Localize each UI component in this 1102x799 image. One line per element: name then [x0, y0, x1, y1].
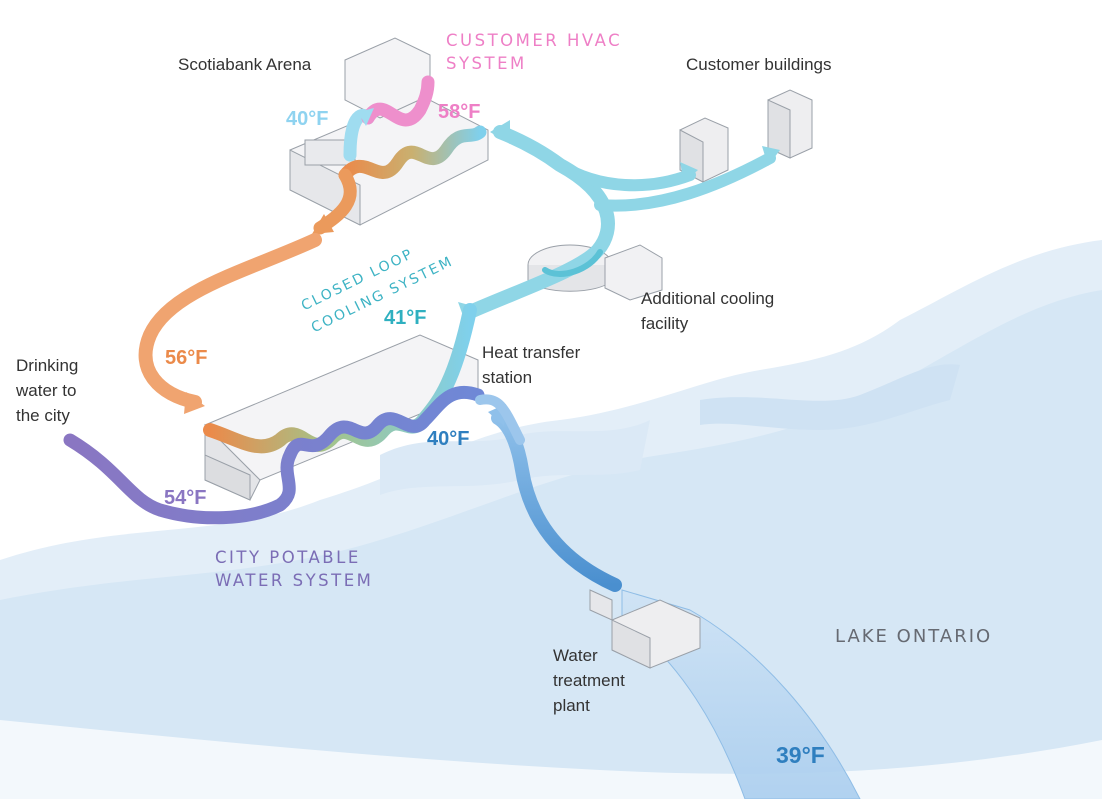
arrow-arena-up [358, 108, 374, 126]
city-potable-label-line1: CITY POTABLE [215, 548, 361, 567]
customer-buildings [679, 89, 813, 183]
customer-hvac-label-line1: CUSTOMER HVAC [446, 31, 623, 50]
drinking-water-label-line1: Drinking [16, 356, 79, 375]
heat-transfer-label-line2: station [482, 368, 533, 387]
drinking-water-label-line3: the city [16, 406, 70, 425]
arrow-arena-return [312, 214, 334, 234]
water-treatment-label-line1: Water [553, 646, 598, 665]
temp-lake-deep: 39°F [776, 742, 825, 768]
station-potable-snake [63, 385, 485, 525]
water-treatment-label-line3: plant [553, 696, 590, 715]
temp-arena-supply: 40°F [286, 108, 329, 130]
arrow-to-customer-1 [680, 162, 698, 182]
lake-to-station-pipe [475, 394, 525, 445]
arrow-to-customer-2 [762, 146, 780, 166]
closed-loop-supply-pipe [463, 125, 776, 319]
additional-cooling-label-line2: facility [641, 314, 689, 333]
arrow-to-arena [490, 120, 510, 144]
water-treatment-label-line2: treatment [553, 671, 625, 690]
arrow-into-station [184, 392, 205, 414]
water-treatment-plant [589, 589, 701, 669]
temp-loop-supply: 41°F [384, 307, 427, 329]
customer-buildings-label: Customer buildings [686, 55, 832, 74]
temp-arena-return: 58°F [438, 101, 481, 123]
customer-hvac-label-line2: SYSTEM [446, 54, 527, 73]
city-potable-label-line2: WATER SYSTEM [215, 571, 374, 590]
drinking-water-label-line2: water to [16, 381, 77, 400]
temp-loop-return: 56°F [165, 347, 208, 369]
scotiabank-arena-label: Scotiabank Arena [178, 55, 312, 74]
temp-potable-out: 54°F [164, 487, 207, 509]
lake-intake-riser [491, 411, 622, 592]
temp-lake-intake: 40°F [427, 428, 470, 450]
closed-loop-return-pipe [138, 233, 322, 409]
lake-ontario-label: LAKE ONTARIO [835, 626, 993, 647]
heat-transfer-label-line1: Heat transfer [482, 343, 581, 362]
additional-cooling-label-line1: Additional cooling [641, 289, 775, 308]
